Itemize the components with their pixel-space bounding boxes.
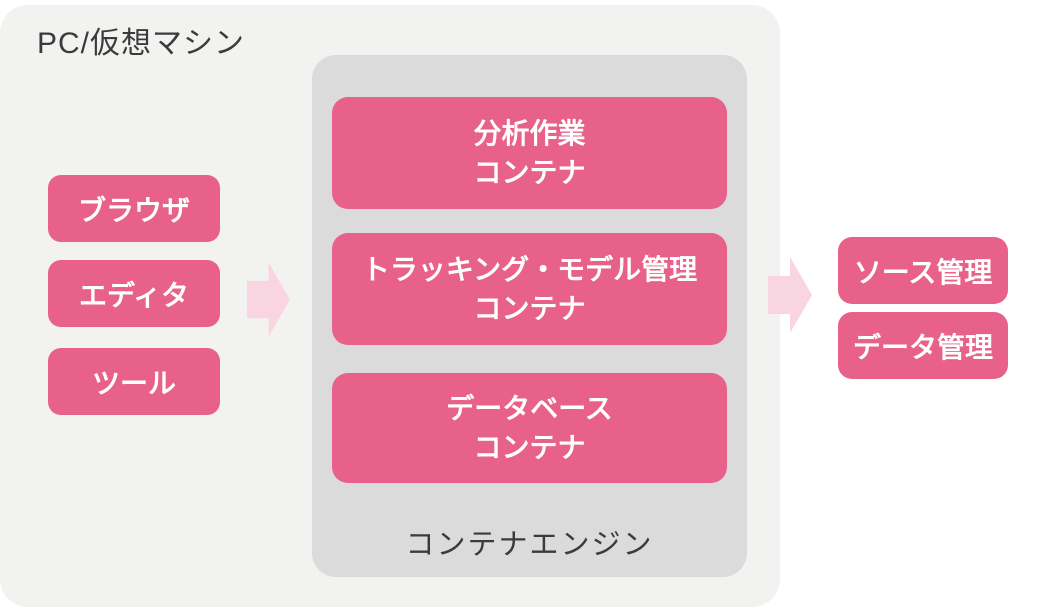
container-node-line1: データベース [446,393,613,424]
app-node-label: ブラウザ [77,194,190,226]
container-engine-box: 分析作業 コンテナ トラッキング・モデル管理 コンテナ データベース コンテナ … [312,55,747,577]
right-arrow-icon [247,262,290,337]
service-node-source-management: ソース管理 [838,237,1008,304]
service-node-label: データ管理 [852,331,993,363]
container-node-line1: 分析作業 [473,118,586,149]
pc-vm-title: PC/仮想マシン [37,27,246,60]
container-node-line2: コンテナ [473,293,586,324]
container-node-database: データベース コンテナ [332,373,727,483]
container-node-tracking-model: トラッキング・モデル管理 コンテナ [332,233,727,345]
container-node-line2: コンテナ [473,432,586,463]
service-node-data-management: データ管理 [838,312,1008,379]
container-node-line2: コンテナ [473,157,586,188]
app-node-browser: ブラウザ [48,175,220,242]
app-node-label: ツール [91,367,176,399]
app-node-label: エディタ [78,279,190,311]
app-node-tools: ツール [48,348,220,415]
pc-vm-box: PC/仮想マシン ブラウザ エディタ ツール 分析作業 コンテナ トラッキング・… [0,5,780,607]
container-node-line1: トラッキング・モデル管理 [361,254,698,285]
right-arrow-icon [768,257,812,333]
container-engine-label: コンテナエンジン [405,529,654,561]
app-node-editor: エディタ [48,260,220,327]
container-node-analysis: 分析作業 コンテナ [332,97,727,209]
service-node-label: ソース管理 [853,256,993,288]
